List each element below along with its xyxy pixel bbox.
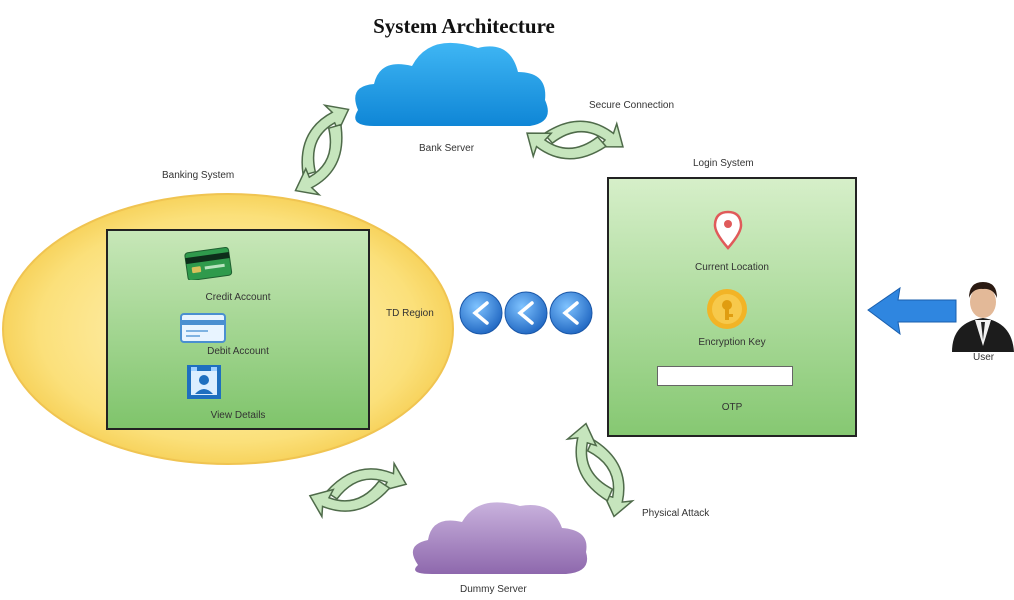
td-region-label: TD Region xyxy=(386,308,434,319)
encryption-key-icon xyxy=(706,288,748,330)
encryption-key-label: Encryption Key xyxy=(698,337,766,348)
chevron-arrows xyxy=(459,291,593,335)
physical-attack-label: Physical Attack xyxy=(642,508,710,519)
location-pin-icon xyxy=(712,210,744,250)
login-system-label: Login System xyxy=(693,158,754,169)
secure-connection-label: Secure Connection xyxy=(589,100,675,111)
view-details-icon xyxy=(186,364,222,400)
credit-card-icon xyxy=(182,244,234,282)
dummy-sync-arrows xyxy=(304,443,412,537)
td-region-box xyxy=(106,229,370,430)
user-label: User xyxy=(973,352,995,363)
otp-label: OTP xyxy=(721,402,743,413)
current-location-label: Current Location xyxy=(695,262,769,273)
user-avatar xyxy=(952,282,1014,352)
credit-account-label: Credit Account xyxy=(205,292,271,303)
debit-card-icon xyxy=(180,313,226,343)
view-details-label: View Details xyxy=(210,410,266,421)
dummy-server-label: Dummy Server xyxy=(460,584,527,595)
bank-server-label: Bank Server xyxy=(419,143,475,154)
dummy-server-cloud xyxy=(412,502,588,574)
user-arrow xyxy=(867,286,957,336)
banking-system-label: Banking System xyxy=(162,170,235,181)
otp-input[interactable] xyxy=(657,366,793,386)
debit-account-label: Debit Account xyxy=(207,346,269,357)
bank-server-cloud xyxy=(355,42,548,126)
diagram-title: System Architecture xyxy=(373,14,555,38)
